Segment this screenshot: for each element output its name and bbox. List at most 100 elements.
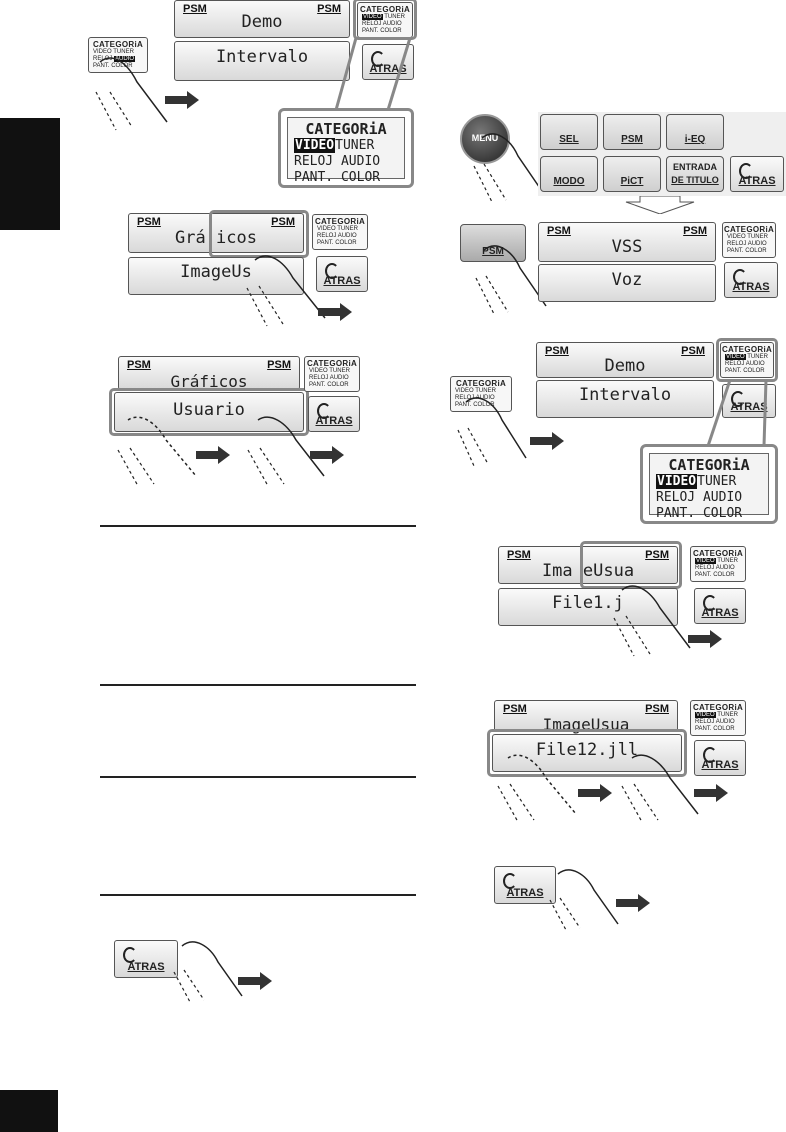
cat-audio: AUDIO xyxy=(716,719,735,725)
cat-audio: AUDIO xyxy=(716,565,735,571)
arrow-icon xyxy=(238,972,274,990)
demo-label: Demo xyxy=(537,356,713,376)
cat-line: VIDEO TUNER xyxy=(727,234,775,241)
arrow-icon xyxy=(688,630,724,648)
titulo-label: DE TITULO xyxy=(667,175,723,185)
intervalo-button[interactable]: Intervalo xyxy=(536,380,714,418)
cat-reloj: RELOJ xyxy=(695,565,714,571)
zoom-line: VIDEOTUNER xyxy=(656,474,768,490)
cat-pant-color: PANT. COLOR xyxy=(695,572,745,579)
intervalo-button[interactable]: Intervalo xyxy=(174,41,350,81)
zoom-pant-color: PANT. COLOR xyxy=(294,170,404,186)
atras-label: ATRAS xyxy=(725,281,777,293)
cat-line: VIDEO TUNER xyxy=(317,226,367,233)
zoom-title: CATEGORiA xyxy=(650,456,768,474)
sel-button[interactable]: SEL xyxy=(540,114,598,150)
cat-video: VIDEO xyxy=(727,234,746,240)
zoom-reloj: RELOJ xyxy=(656,490,695,505)
demo-label: Demo xyxy=(175,12,349,32)
cat-line: VIDEO TUNER xyxy=(695,712,745,719)
cat-line: RELOJ AUDIO xyxy=(695,719,745,726)
categoria-title: CATEGORiA xyxy=(305,359,359,368)
categoria-zoom: CATEGORiA VIDEOTUNER RELOJ AUDIO PANT. C… xyxy=(640,444,778,524)
modo-label: MODO xyxy=(541,176,597,187)
demo-button[interactable]: PSM PSM Demo xyxy=(536,342,714,378)
zoom-audio: AUDIO xyxy=(341,154,380,169)
cat-line: VIDEO TUNER xyxy=(695,558,745,565)
atras-button[interactable]: ATRAS xyxy=(494,866,556,904)
graficos-button[interactable]: PSM PSM Gráficos xyxy=(118,356,300,390)
voz-label: Voz xyxy=(539,270,715,290)
cat-reloj: RELOJ xyxy=(695,719,714,725)
psm-label: PSM xyxy=(127,359,151,371)
arrow-icon xyxy=(578,784,614,802)
psm-menu-button[interactable]: PSM xyxy=(603,114,661,150)
categoria-button[interactable]: CATEGORiA VIDEO TUNER RELOJ AUDIO PANT. … xyxy=(312,214,368,250)
arrow-icon xyxy=(196,446,232,464)
pict-button[interactable]: PiCT xyxy=(603,156,661,192)
categoria-title: CATEGORiA xyxy=(451,379,511,388)
cat-pant-color: PANT. COLOR xyxy=(727,248,775,255)
atras-label: ATRAS xyxy=(495,887,555,899)
finger-icon xyxy=(172,934,252,1004)
psm-label: PSM xyxy=(645,703,669,715)
atras-label: ATRAS xyxy=(695,607,745,619)
arrow-icon xyxy=(165,91,201,109)
selection-highlight xyxy=(353,0,417,40)
categoria-title: CATEGORiA xyxy=(691,703,745,712)
cat-tuner: TUNER xyxy=(329,368,350,374)
categoria-button[interactable]: CATEGORiA VIDEO TUNER RELOJ AUDIO PANT. … xyxy=(722,222,776,258)
entrada-titulo-button[interactable]: ENTRADA DE TITULO xyxy=(666,156,724,192)
cat-line: VIDEO TUNER xyxy=(309,368,359,375)
cat-audio: AUDIO xyxy=(330,375,349,381)
atras-label: ATRAS xyxy=(731,175,783,187)
atras-button[interactable]: ATRAS xyxy=(114,940,178,978)
voz-button[interactable]: Voz xyxy=(538,264,716,302)
zoom-pant-color: PANT. COLOR xyxy=(656,506,768,522)
categoria-title: CATEGORiA xyxy=(723,225,775,234)
ieq-label: i-EQ xyxy=(667,134,723,145)
section-divider xyxy=(100,525,416,527)
cat-video: VIDEO xyxy=(695,712,716,718)
section-divider xyxy=(100,776,416,778)
imageusua-button[interactable]: PSM PSM ImageUsua xyxy=(494,700,678,732)
arrow-icon xyxy=(694,784,730,802)
atras-button[interactable]: ATRAS xyxy=(724,262,778,298)
cat-reloj: RELOJ xyxy=(309,375,328,381)
cat-line: RELOJ AUDIO xyxy=(317,233,367,240)
cat-audio: AUDIO xyxy=(338,233,357,239)
pict-label: PiCT xyxy=(604,176,660,187)
section-divider xyxy=(100,684,416,686)
psm-label: PSM xyxy=(683,225,707,237)
cat-line: RELOJ AUDIO xyxy=(309,375,359,382)
cat-reloj: RELOJ xyxy=(317,233,336,239)
atras-button[interactable]: ATRAS xyxy=(730,156,784,192)
arrow-icon xyxy=(310,446,346,464)
zoom-line: RELOJ AUDIO xyxy=(294,154,404,170)
vss-button[interactable]: PSM PSM VSS xyxy=(538,222,716,262)
zoom-line: RELOJ AUDIO xyxy=(656,490,768,506)
categoria-title: CATEGORiA xyxy=(313,217,367,226)
cat-line: RELOJ AUDIO xyxy=(727,241,775,248)
sel-label: SEL xyxy=(541,134,597,145)
page-number-tab xyxy=(0,1090,58,1132)
categoria-button[interactable]: CATEGORiA VIDEO TUNER RELOJ AUDIO PANT. … xyxy=(690,546,746,582)
demo-button[interactable]: PSM PSM Demo xyxy=(174,0,350,38)
zoom-video: VIDEO xyxy=(294,138,335,153)
vss-label: VSS xyxy=(539,237,715,257)
categoria-button[interactable]: CATEGORiA VIDEO TUNER RELOJ AUDIO PANT. … xyxy=(304,356,360,392)
arrow-icon xyxy=(318,303,354,321)
language-tab xyxy=(0,118,60,230)
psm-label: PSM xyxy=(137,216,161,228)
cat-tuner: TUNER xyxy=(717,712,738,718)
arrow-icon xyxy=(530,432,566,450)
zoom-video: VIDEO xyxy=(656,474,697,489)
cat-line: RELOJ AUDIO xyxy=(695,565,745,572)
zoom-line: VIDEOTUNER xyxy=(294,138,404,154)
ieq-button[interactable]: i-EQ xyxy=(666,114,724,150)
categoria-title: CATEGORiA xyxy=(691,549,745,558)
categoria-button[interactable]: CATEGORiA VIDEO TUNER RELOJ AUDIO PANT. … xyxy=(690,700,746,736)
cat-pant-color: PANT. COLOR xyxy=(695,726,745,733)
modo-button[interactable]: MODO xyxy=(540,156,598,192)
cat-video: VIDEO xyxy=(317,226,336,232)
